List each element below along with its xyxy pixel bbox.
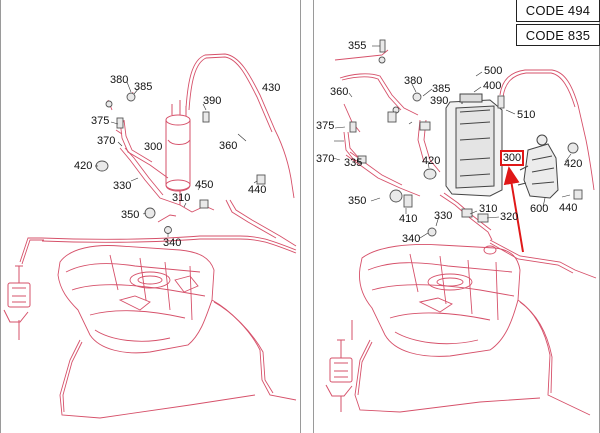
callout-330: 330	[113, 180, 132, 192]
callout-r330: 330	[434, 210, 453, 222]
callout-440: 440	[248, 184, 267, 196]
left-small-parts	[95, 92, 266, 234]
callout-r385: 385	[432, 83, 451, 95]
callout-r350: 350	[348, 195, 367, 207]
right-leader-lines	[332, 45, 572, 239]
highlighted-callout-300-label: 300	[502, 152, 522, 164]
highlighted-callout-300[interactable]: 300	[500, 150, 524, 166]
callout-420: 420	[74, 160, 93, 172]
code-label-835: CODE 835	[525, 27, 591, 43]
code-box-835: CODE 835	[516, 24, 600, 46]
callout-r390: 390	[430, 95, 449, 107]
left-canister	[165, 100, 191, 205]
callout-r340: 340	[402, 233, 421, 245]
callout-r400: 400	[483, 80, 502, 92]
callout-r355: 355	[348, 40, 367, 52]
callout-340: 340	[163, 237, 182, 249]
left-panel-border	[0, 0, 301, 433]
right-purge-valve-600	[517, 134, 559, 199]
callout-r380: 380	[404, 75, 423, 87]
callout-360: 360	[219, 140, 238, 152]
callout-350: 350	[121, 209, 140, 221]
left-hoses	[107, 91, 215, 223]
callout-r420: 420	[422, 155, 441, 167]
callout-r335: 335	[344, 157, 363, 169]
callout-310: 310	[172, 192, 191, 204]
left-purge-valve	[3, 265, 31, 340]
left-leader-lines	[95, 81, 258, 237]
callout-380: 380	[110, 74, 129, 86]
callout-r375: 375	[316, 120, 335, 132]
callout-r420b: 420	[564, 158, 583, 170]
left-vent-line-top	[185, 53, 295, 199]
callout-r310: 310	[479, 203, 498, 215]
callout-390: 390	[203, 95, 222, 107]
left-fuel-lines	[19, 199, 297, 419]
callout-r370: 370	[316, 153, 335, 165]
right-hoses	[343, 103, 421, 197]
right-fuel-tank	[359, 243, 521, 357]
callout-375: 375	[91, 115, 110, 127]
callout-r410: 410	[399, 213, 418, 225]
right-fuel-lines	[354, 192, 597, 416]
callout-r510: 510	[517, 109, 536, 121]
callout-300: 300	[144, 141, 163, 153]
left-fuel-tank	[57, 245, 215, 354]
right-canister-box	[445, 93, 503, 197]
highlight-arrow	[503, 166, 524, 253]
callout-r600: 600	[530, 203, 549, 215]
callout-r440: 440	[559, 202, 578, 214]
callout-430: 430	[262, 82, 281, 94]
code-box-494: CODE 494	[516, 0, 600, 22]
right-purge-valve-lower	[325, 320, 353, 412]
callout-r500: 500	[484, 65, 503, 77]
callout-r320: 320	[500, 211, 519, 223]
callout-r360: 360	[330, 86, 349, 98]
callout-370: 370	[97, 135, 116, 147]
callout-450: 450	[195, 179, 214, 191]
code-label-494: CODE 494	[525, 3, 591, 18]
callout-385: 385	[134, 81, 153, 93]
